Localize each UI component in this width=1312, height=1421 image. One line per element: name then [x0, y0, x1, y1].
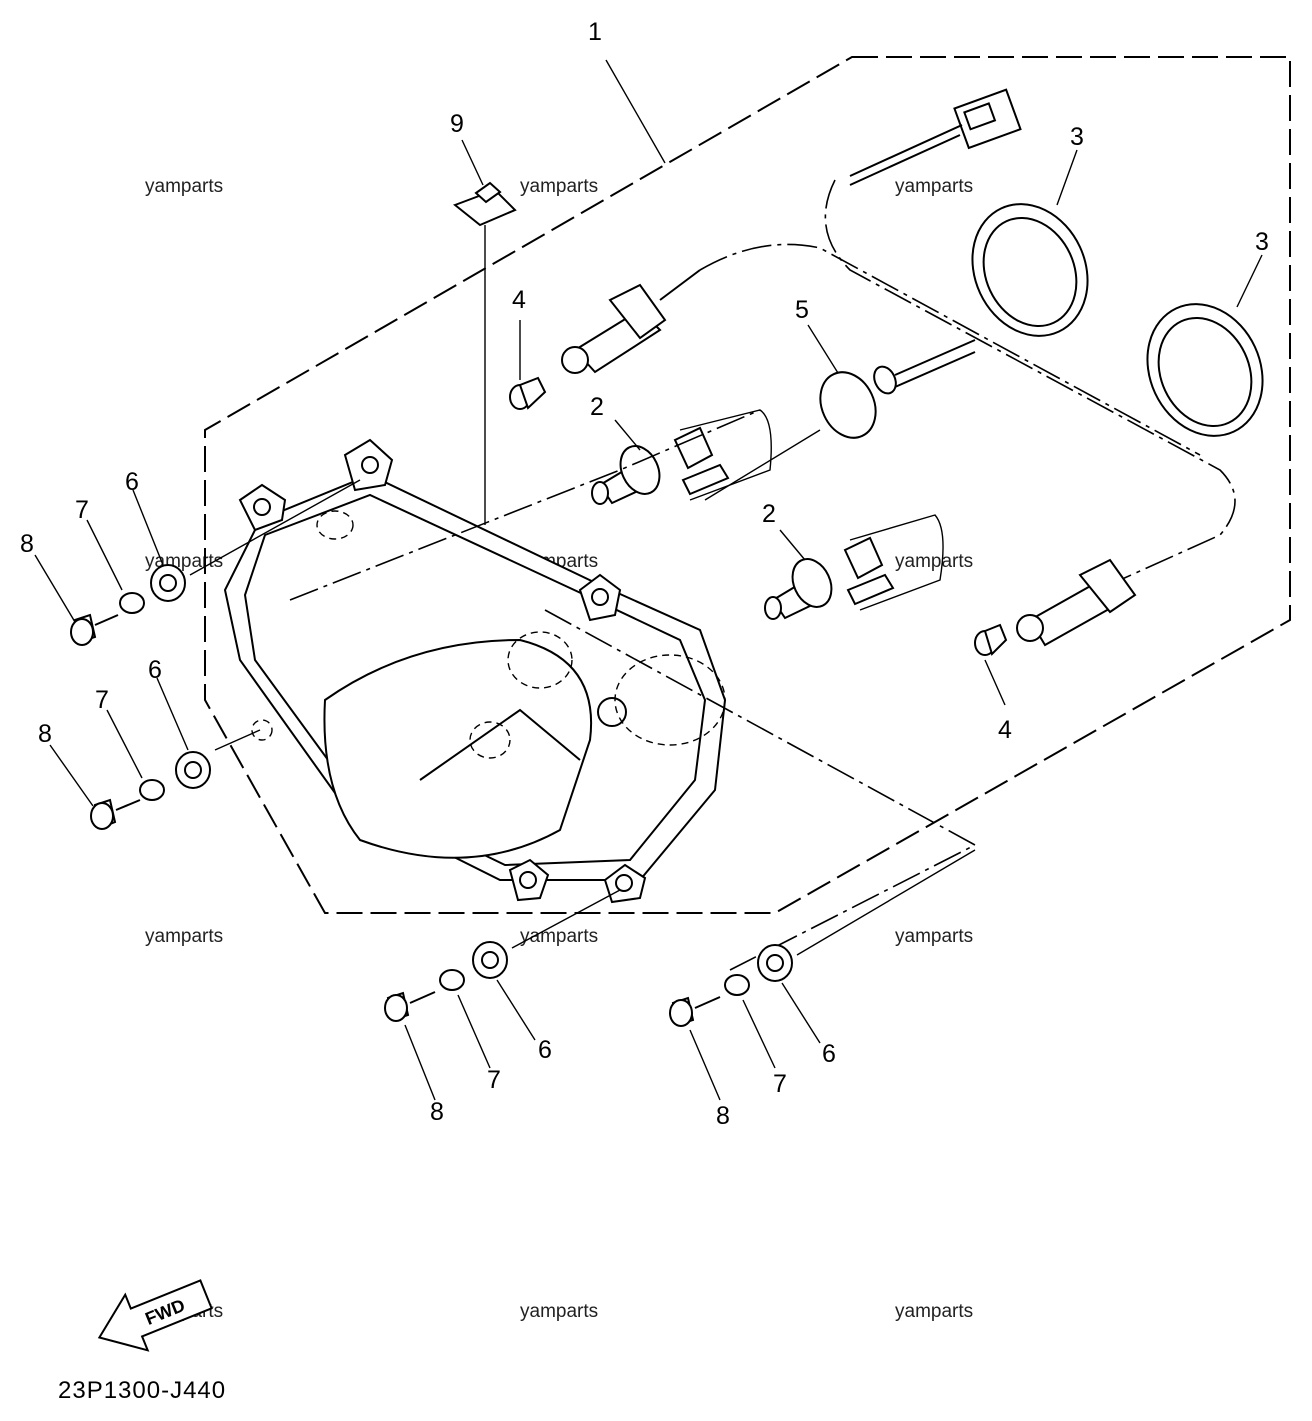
part-4-position-bulb-upper: [509, 320, 547, 410]
callout-2-lower: 2: [762, 500, 776, 528]
headlight-housing: [223, 438, 727, 904]
callout-6-bottom-right: 6: [822, 1040, 836, 1068]
wiring-to-bulb: [699, 243, 1201, 456]
part-2-headlight-bulb-upper: [591, 409, 772, 505]
lower-socket-cord: [1016, 558, 1137, 647]
callout-3-left: 3: [1070, 123, 1084, 151]
watermark-text: yamparts: [895, 551, 973, 572]
fwd-arrow: FWD: [97, 1279, 213, 1352]
centre-line-upper: [289, 409, 761, 601]
callout-8-bottom-right: 8: [716, 1102, 730, 1130]
watermark-text: yamparts: [520, 1301, 598, 1322]
callout-2-upper: 2: [590, 393, 604, 421]
callout-6-left-lower: 6: [148, 656, 162, 684]
upper-socket-cord: [561, 269, 701, 374]
part-2-headlight-bulb-lower: [764, 514, 944, 620]
part-5-grommet: [704, 324, 976, 501]
callout-7-bottom-middle: 7: [487, 1066, 501, 1094]
watermark-text: yamparts: [895, 926, 973, 947]
callout-1: 1: [588, 18, 602, 46]
callout-4-lower: 4: [998, 716, 1012, 744]
callout-numbers: 1 9 4 2 5 3 3 2 4 6 7 8 6 7 8 6 7 8 6 7 …: [20, 18, 1269, 1130]
wiring-harness-loop: [824, 179, 1236, 581]
callout-6-bottom-middle: 6: [538, 1036, 552, 1064]
watermark-text: yamparts: [145, 176, 223, 197]
centre-line-lower: [544, 609, 977, 971]
watermark-text: yamparts: [145, 926, 223, 947]
hardware-bottom-middle: [384, 889, 621, 1101]
callout-4-upper: 4: [512, 286, 526, 314]
callout-9: 9: [450, 110, 464, 138]
watermark-text: yamparts: [520, 926, 598, 947]
watermark-text: yamparts: [895, 1301, 973, 1322]
part-9-clip: [453, 139, 517, 525]
part-3-ring-left: [971, 149, 1089, 337]
part-3-ring-right: [1146, 254, 1264, 437]
hardware-bottom-right: [669, 849, 976, 1101]
watermarks: yamparts yamparts yamparts yamparts yamp…: [145, 176, 973, 1322]
diagram-code: 23P1300-J440: [58, 1377, 226, 1404]
hardware-left-lower: [49, 677, 261, 830]
callout-7-left-upper: 7: [75, 496, 89, 524]
callout-8-left-upper: 8: [20, 530, 34, 558]
callout-8-left-lower: 8: [38, 720, 52, 748]
leader-line-1: [605, 59, 666, 164]
part-4-position-bulb-lower: [974, 623, 1008, 706]
callout-3-right: 3: [1255, 228, 1269, 256]
callout-8-bottom-middle: 8: [430, 1098, 444, 1126]
assembly-boundary: [204, 56, 1291, 914]
callout-7-left-lower: 7: [95, 686, 109, 714]
watermark-text: yamparts: [895, 176, 973, 197]
callout-5: 5: [795, 296, 809, 324]
hardware-left-upper: [34, 479, 361, 646]
watermark-text: yamparts: [520, 176, 598, 197]
callout-7-bottom-right: 7: [773, 1070, 787, 1098]
callout-6-left-upper: 6: [125, 468, 139, 496]
main-connector: [849, 88, 1022, 186]
